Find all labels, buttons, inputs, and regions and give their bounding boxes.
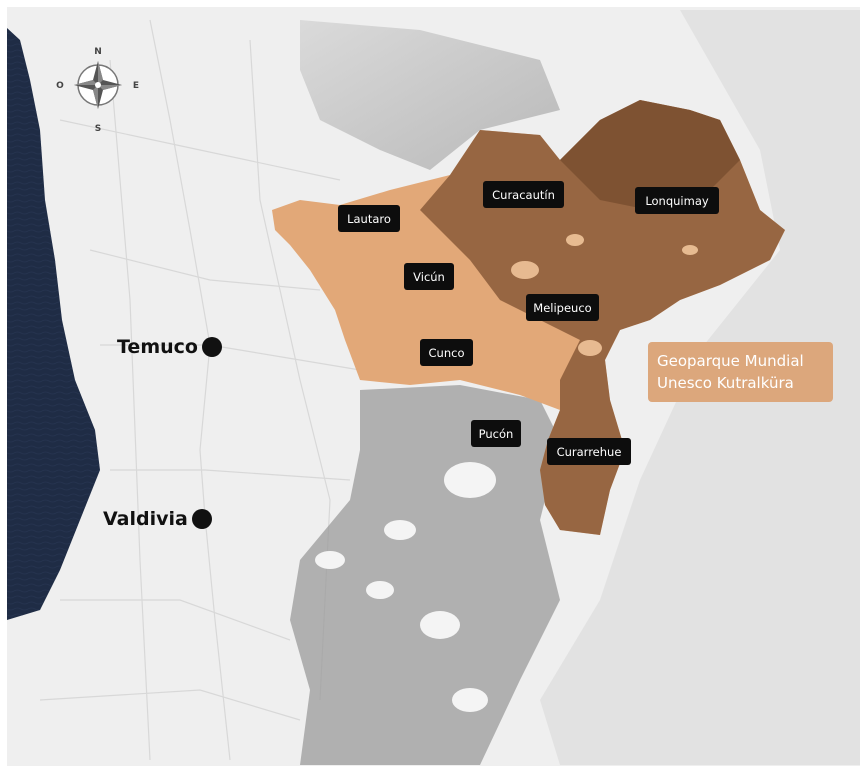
geopark-badge[interactable]: Geoparque Mundial Unesco Kutralküra — [648, 342, 833, 402]
geopark-badge-line1: Geoparque Mundial — [657, 352, 804, 370]
commune-vicun[interactable]: Vicún — [404, 263, 454, 290]
commune-label: Cunco — [429, 346, 465, 360]
commune-lautaro[interactable]: Lautaro — [338, 205, 400, 232]
geopark-badge-line2: Unesco Kutralküra — [657, 374, 794, 392]
commune-curacautin[interactable]: Curacautín — [483, 181, 564, 208]
commune-label: Pucón — [479, 427, 514, 441]
pacific-ocean — [7, 28, 100, 620]
northern-relief — [300, 20, 560, 170]
city-marker — [202, 337, 222, 357]
commune-melipeuco[interactable]: Melipeuco — [526, 294, 599, 321]
commune-label: Lonquimay — [645, 194, 709, 208]
commune-curarrehue[interactable]: Curarrehue — [547, 438, 631, 465]
commune-label: Lautaro — [347, 212, 391, 226]
city-label: Temuco — [117, 336, 198, 358]
southern-snow-patches — [315, 462, 496, 712]
city-temuco[interactable]: Temuco — [117, 336, 222, 358]
city-valdivia[interactable]: Valdivia — [103, 508, 212, 530]
compass-west: O — [56, 81, 64, 91]
commune-lonquimay[interactable]: Lonquimay — [635, 187, 719, 214]
commune-label: Melipeuco — [533, 301, 591, 315]
compass-rose: N S E O — [56, 47, 139, 134]
commune-label: Curarrehue — [557, 445, 622, 459]
commune-label: Curacautín — [492, 188, 555, 202]
commune-label: Vicún — [413, 270, 445, 284]
compass-east: E — [133, 81, 139, 91]
geopark-badge-bg — [648, 342, 833, 402]
commune-pucon[interactable]: Pucón — [471, 420, 521, 447]
commune-cunco[interactable]: Cunco — [420, 339, 473, 366]
compass-south: S — [95, 124, 101, 134]
compass-north: N — [94, 47, 102, 57]
city-label: Valdivia — [103, 508, 188, 530]
city-marker — [192, 509, 212, 529]
